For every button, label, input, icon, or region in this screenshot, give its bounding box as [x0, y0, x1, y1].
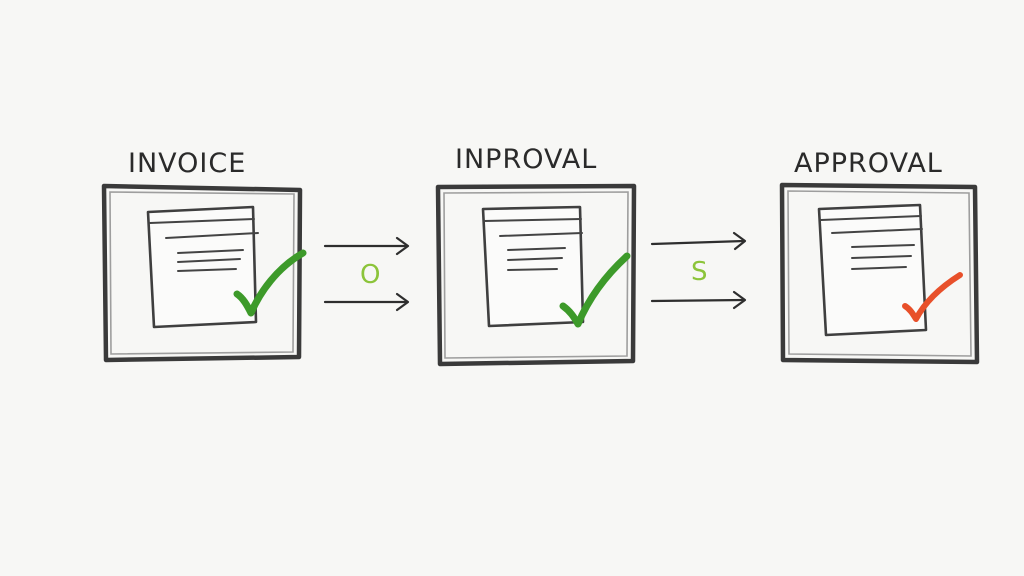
connector-label-1: O	[360, 260, 380, 290]
stage-approval: APPROVAL	[779, 148, 980, 365]
stage-box-invoice	[101, 183, 303, 363]
document-icon	[146, 205, 259, 329]
stage-label-inproval: INPROVAL	[455, 144, 597, 175]
checkmark-icon	[559, 252, 631, 328]
connector-label-2: S	[691, 257, 708, 287]
stage-label-invoice: INVOICE	[128, 148, 246, 179]
stage-box-approval	[779, 182, 980, 365]
document-icon	[481, 205, 585, 328]
stage-box-inproval	[435, 183, 637, 367]
connector-1: O	[323, 236, 410, 312]
double-arrow-icon	[650, 231, 747, 310]
checkmark-icon	[902, 272, 963, 322]
document-icon	[817, 203, 928, 337]
stage-invoice: INVOICE	[101, 148, 307, 363]
checkmark-icon	[233, 249, 307, 317]
stage-label-approval: APPROVAL	[794, 148, 943, 179]
connector-2: S	[650, 231, 747, 310]
double-arrow-icon	[323, 236, 410, 312]
stage-inproval: INPROVAL	[435, 144, 637, 367]
